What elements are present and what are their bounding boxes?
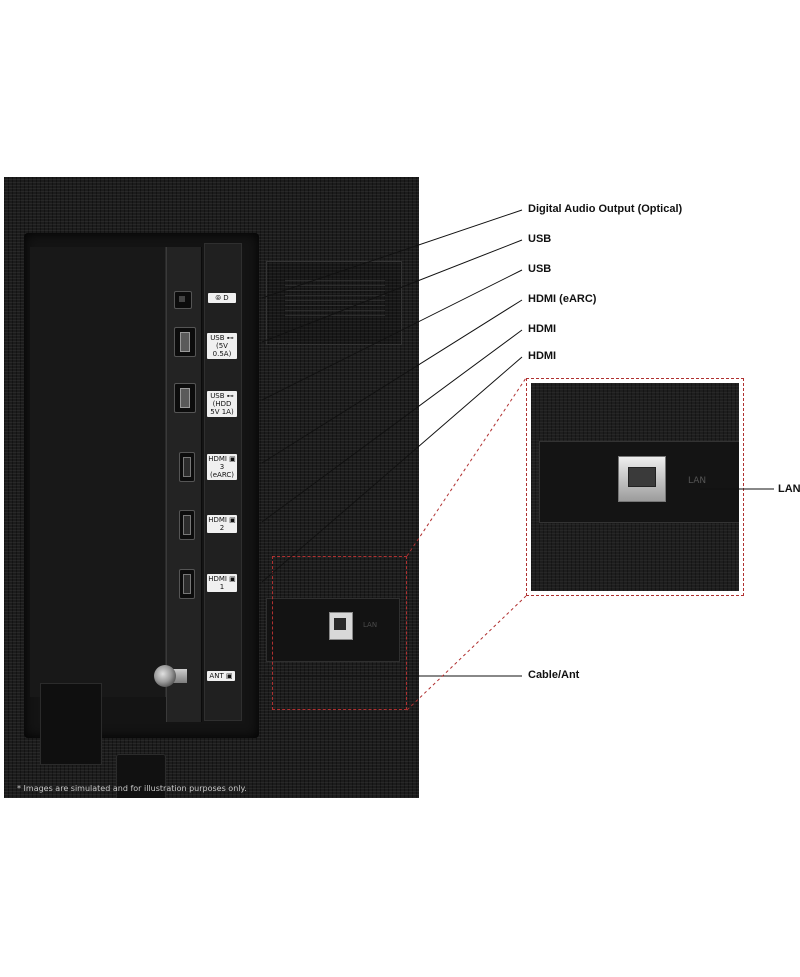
lan-zoom-port	[618, 456, 666, 502]
usb-2-tag: USB ⊷(HDD 5V 1A)	[207, 391, 237, 417]
zoom-connector-bottom	[406, 595, 527, 711]
hdmi-port-2	[179, 510, 195, 540]
zoom-source-frame	[272, 556, 407, 710]
lan-port	[329, 612, 353, 640]
callout-lan: LAN	[778, 483, 800, 495]
usb-1-tag: USB ⊷(5V 0.5A)	[207, 333, 237, 359]
zoom-connector-top	[406, 377, 527, 557]
lan-zoom-image: LAN	[531, 383, 739, 591]
callout-hdmi-2: HDMI	[528, 323, 557, 335]
callout-usb-2: USB	[528, 263, 552, 275]
rating-label-text	[285, 276, 385, 316]
port-bezel-strip	[166, 247, 202, 722]
hdmi-2-tag: HDMI ▣2	[207, 515, 237, 533]
usb-port-1	[174, 327, 196, 357]
callout-cable-ant: Cable/Ant	[528, 669, 580, 681]
usb-port-2	[174, 383, 196, 413]
callout-hdmi-1: HDMI	[528, 350, 557, 362]
hdmi-port-1	[179, 569, 195, 599]
ant-tag: ANT ▣	[207, 671, 235, 681]
stand-mount	[116, 754, 166, 798]
callout-usb-1: USB	[528, 233, 552, 245]
lan-zoom-panel: LAN	[539, 441, 739, 523]
hdmi-3-tag: HDMI ▣3 (eARC)	[207, 454, 237, 480]
coax-port	[154, 665, 176, 687]
optical-port	[174, 291, 192, 309]
lan-panel-label: LAN	[363, 621, 378, 629]
lan-zoom-label: LAN	[688, 476, 707, 486]
cavity-foot	[40, 683, 102, 765]
rating-label-area	[266, 261, 402, 345]
lan-port-panel: LAN	[266, 598, 400, 662]
disclaimer-text: * Images are simulated and for illustrat…	[17, 784, 247, 793]
hdmi-port-3	[179, 452, 195, 482]
cavity-inner-panel	[30, 247, 166, 697]
port-label-strip	[204, 243, 242, 721]
lan-zoom-inset: LAN	[526, 378, 744, 596]
hdmi-1-tag: HDMI ▣1	[207, 574, 237, 592]
callout-hdmi-earc: HDMI (eARC)	[528, 293, 597, 305]
callout-optical: Digital Audio Output (Optical)	[528, 203, 683, 215]
optical-tag: ⦾ D	[208, 293, 236, 303]
